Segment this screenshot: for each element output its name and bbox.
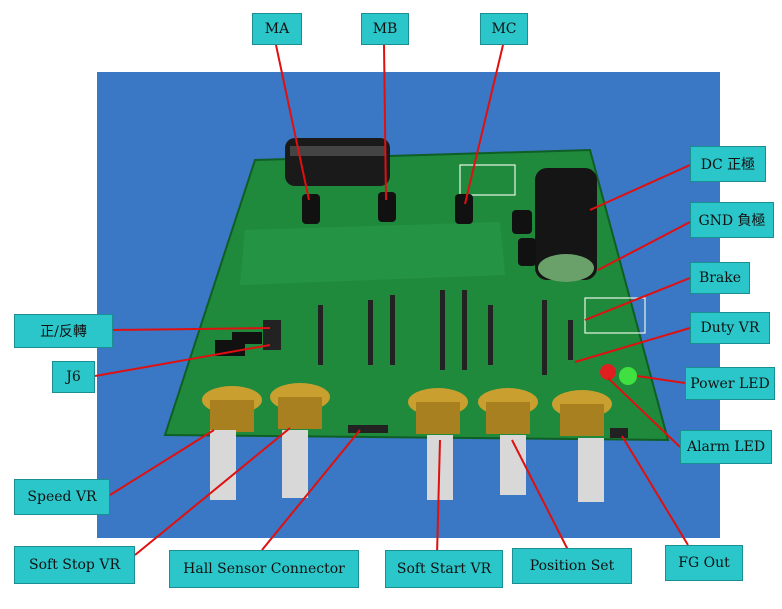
label-j6: J6	[52, 361, 95, 393]
label-ma: MA	[252, 13, 302, 45]
pin-headers	[263, 290, 628, 438]
label-forward-reverse: 正/反轉	[14, 314, 113, 348]
label-mb: MB	[361, 13, 409, 45]
label-duty-vr: Duty VR	[690, 312, 770, 344]
mb-capacitor	[378, 192, 396, 222]
alarm-led	[600, 364, 616, 380]
leader-lines	[94, 44, 691, 556]
label-fg-out: FG Out	[665, 545, 743, 581]
label-alarm-led: Alarm LED	[680, 430, 772, 464]
label-position-set: Position Set	[512, 548, 632, 584]
ma-capacitor	[302, 194, 320, 224]
mc-capacitor	[455, 194, 473, 224]
potentiometers	[202, 383, 612, 502]
label-soft-start-vr: Soft Start VR	[385, 550, 503, 588]
label-dc-positive: DC 正極	[690, 146, 766, 182]
label-soft-stop-vr: Soft Stop VR	[14, 546, 135, 584]
label-brake: Brake	[690, 262, 750, 294]
label-gnd-negative: GND 負極	[690, 202, 774, 238]
label-hall-sensor-connector: Hall Sensor Connector	[169, 550, 359, 588]
label-mc: MC	[480, 13, 528, 45]
label-speed-vr: Speed VR	[14, 479, 110, 515]
power-led	[619, 367, 637, 385]
label-power-led: Power LED	[685, 367, 775, 400]
electrolytic-capacitor	[535, 168, 597, 280]
